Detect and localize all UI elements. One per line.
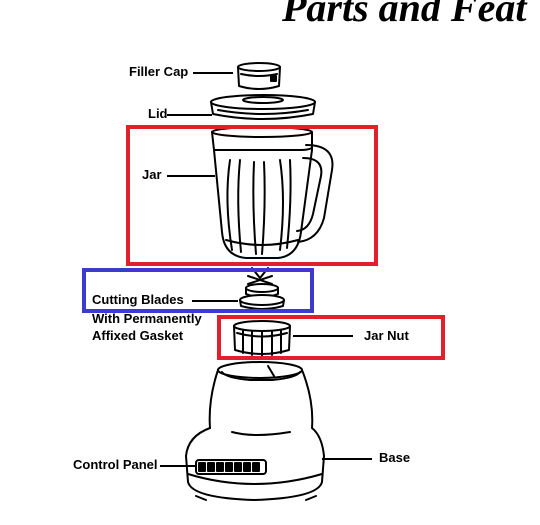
cutting-blades-label-line2: With Permanently [92, 311, 202, 326]
cutting-blades-leader-line [192, 300, 238, 302]
cutting-blades-label: Cutting Blades [92, 292, 184, 307]
base-label: Base [379, 450, 411, 465]
jar-nut-highlight-box [217, 315, 445, 360]
base-part [185, 361, 325, 501]
cutting-blades-highlight-box [82, 268, 314, 313]
jar-nut-part [233, 320, 291, 357]
control-panel-label: Control Panel [73, 457, 158, 472]
lid-label: Lid [148, 106, 168, 121]
control-panel-part [195, 459, 267, 475]
filler-cap-part [237, 62, 281, 90]
filler-cap-label: Filler Cap [129, 64, 189, 79]
control-panel-leader-line [160, 465, 196, 467]
page-title: Parts and Feat [282, 0, 527, 30]
cutting-blades-label-line3: Affixed Gasket [92, 328, 184, 343]
jar-nut-leader-line [293, 335, 353, 337]
jar-highlight-box [126, 125, 378, 266]
jar-nut-label: Jar Nut [364, 328, 409, 343]
jar-label: Jar [142, 167, 162, 182]
jar-leader-line [167, 175, 215, 177]
filler-cap-leader-line [193, 72, 233, 74]
base-leader-line [322, 458, 372, 460]
lid-leader-line [167, 114, 212, 116]
jar-part [211, 126, 334, 259]
lid-part [210, 94, 316, 120]
